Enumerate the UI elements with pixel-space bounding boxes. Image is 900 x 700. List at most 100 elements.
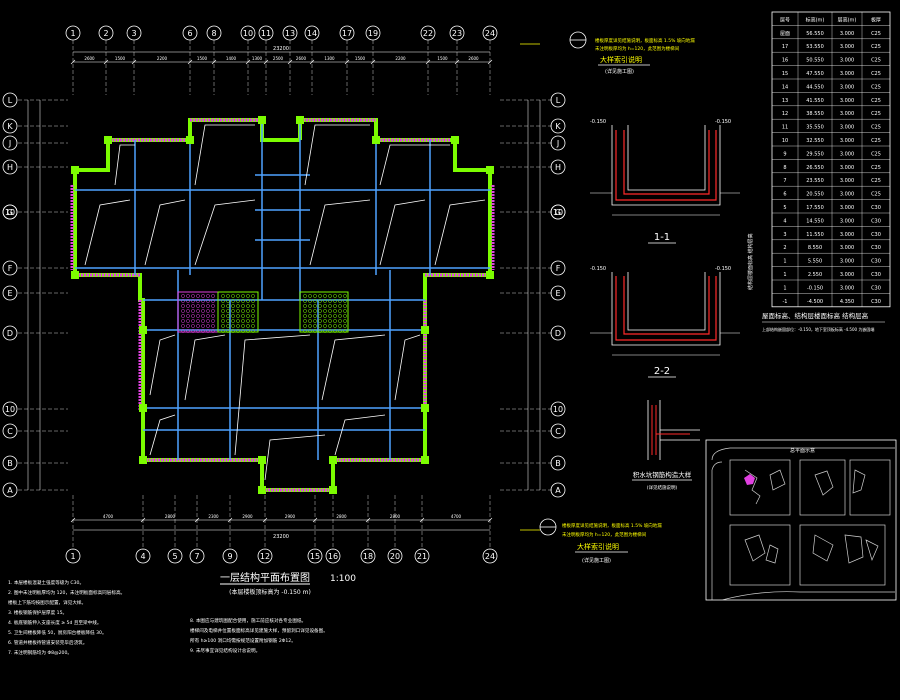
detail-top-subtitle: (详见施工图) (605, 68, 634, 75)
table-cell: 29.550 (806, 151, 824, 157)
axis-bubble-right: 10 (550, 401, 566, 417)
table-cell: 6 (783, 192, 786, 198)
axis-bubble-top: 13 (282, 25, 298, 41)
top-dim: 2200 (157, 56, 168, 61)
table-cell: 3.000 (840, 232, 854, 238)
table-cell: 3.000 (840, 259, 854, 265)
note-line: 5. 卫生间楼板降低 50，厨房阳台楼板降低 30。 (8, 629, 107, 636)
notes-right: 8. 本图应与建筑图配合使用，施工前应核对各专业图纸。 楼梯间及电梯井位置板面标… (190, 617, 328, 654)
axis-bubble-bottom: 15 (307, 548, 323, 564)
bottom-dim: 4700 (103, 514, 114, 519)
table-cell: 13 (782, 98, 788, 104)
axis-label: L (556, 96, 561, 105)
axis-bubble-left: K (2, 118, 18, 134)
bottom-overall-dim: 23200 (273, 534, 289, 540)
axis-bubble-right: C (550, 423, 566, 439)
axis-bubble-right: A (550, 482, 566, 498)
table-cell: -4.500 (807, 299, 823, 305)
note-line: 6. 管道井楼板待管道安装完毕后浇筑。 (8, 639, 87, 646)
table-cell: C25 (871, 111, 881, 117)
top-dim: 1300 (324, 56, 335, 61)
slab-marker (114, 144, 135, 186)
slab-marker (434, 199, 486, 266)
axis-label: 22 (423, 29, 433, 38)
slab-marker (379, 144, 450, 186)
axis-label: 1 (70, 552, 75, 561)
table-cell: C25 (871, 178, 881, 184)
column (186, 136, 194, 144)
axis-label: 19 (368, 29, 378, 38)
axis-label: G (7, 208, 13, 217)
bottom-dim: 2900 (285, 514, 296, 519)
table-cell: 3.000 (840, 165, 854, 171)
table-cell: 3.000 (840, 44, 854, 50)
axis-bubble-left: E (2, 285, 18, 301)
table-cell: 8 (783, 165, 786, 171)
column (421, 326, 429, 334)
axis-label: 10 (553, 405, 563, 414)
table-cell: 3.000 (840, 138, 854, 144)
table-cell: 56.550 (806, 31, 824, 37)
axis-bubble-bottom: 20 (387, 548, 403, 564)
table-cell: C30 (871, 245, 881, 251)
top-dim: 1500 (197, 56, 208, 61)
table-cell: 11 (782, 125, 788, 131)
axis-grid-lines (18, 40, 552, 550)
table-cell: 1 (783, 272, 786, 278)
table-cell: 3.000 (840, 31, 854, 37)
axis-bubble-right: L (550, 92, 566, 108)
table-cell: 3.000 (840, 71, 854, 77)
axis-bubble-left: 10 (2, 204, 18, 220)
section-1-1: -0.150 -0.150 1-1 (590, 119, 740, 244)
table-cell: 3.000 (840, 192, 854, 198)
axis-label: 24 (485, 552, 495, 561)
axis-label: F (8, 264, 13, 273)
axis-label: 17 (342, 29, 352, 38)
slab-marker (149, 334, 176, 396)
axis-bubble-bottom: 9 (222, 548, 238, 564)
table-cell: 3.000 (840, 98, 854, 104)
axis-bubble-top: 19 (365, 25, 381, 41)
column (421, 456, 429, 464)
axis-bubble-top: 1 (65, 25, 81, 41)
axis-label: 5 (172, 552, 177, 561)
table-cell: C25 (871, 84, 881, 90)
column (139, 404, 147, 412)
axis-bubble-top: 10 (240, 25, 256, 41)
axis-label: K (555, 122, 561, 131)
sec2-elev-left: -0.150 (590, 266, 606, 272)
table-cell: 7 (783, 178, 786, 184)
table-cell: 14 (782, 84, 788, 90)
table-cell: C25 (871, 165, 881, 171)
axis-bubble-left: A (2, 482, 18, 498)
axis-bubble-bottom: 16 (325, 548, 341, 564)
note-line: 7. 未注明钢筋均为 Φ8@200。 (8, 649, 72, 656)
axis-bubble-left: L (2, 92, 18, 108)
table-cell: 3.000 (840, 285, 854, 291)
axis-label: F (556, 264, 561, 273)
top-dim: 1400 (226, 56, 237, 61)
table-cell: C25 (871, 71, 881, 77)
table-cell: 5 (783, 205, 786, 211)
key-plan-label: 总平面示意 (790, 447, 815, 454)
axis-label: 20 (390, 552, 400, 561)
axis-bubble-top: 6 (182, 25, 198, 41)
section-2-2: -0.150 -0.150 2-2 (590, 266, 740, 378)
table-cell: 3 (783, 232, 786, 238)
site-highlight-marker (744, 474, 755, 485)
table-cell: 3.000 (840, 111, 854, 117)
column (296, 116, 304, 124)
table-cell: 16 (782, 58, 788, 64)
table-cell: 14.550 (806, 218, 824, 224)
axis-bubble-left: D (2, 325, 18, 341)
axis-bubble-right: E (550, 285, 566, 301)
hatch-dots (181, 294, 347, 333)
table-header: 板厚 (871, 16, 881, 23)
table-cell: -0.150 (807, 285, 823, 291)
axis-label: 3 (131, 29, 136, 38)
table-cell: C25 (871, 98, 881, 104)
top-dim: 2600 (468, 56, 479, 61)
axis-label: 10 (5, 405, 15, 414)
bottom-dim: 2300 (208, 514, 219, 519)
table-cell: C25 (871, 31, 881, 37)
